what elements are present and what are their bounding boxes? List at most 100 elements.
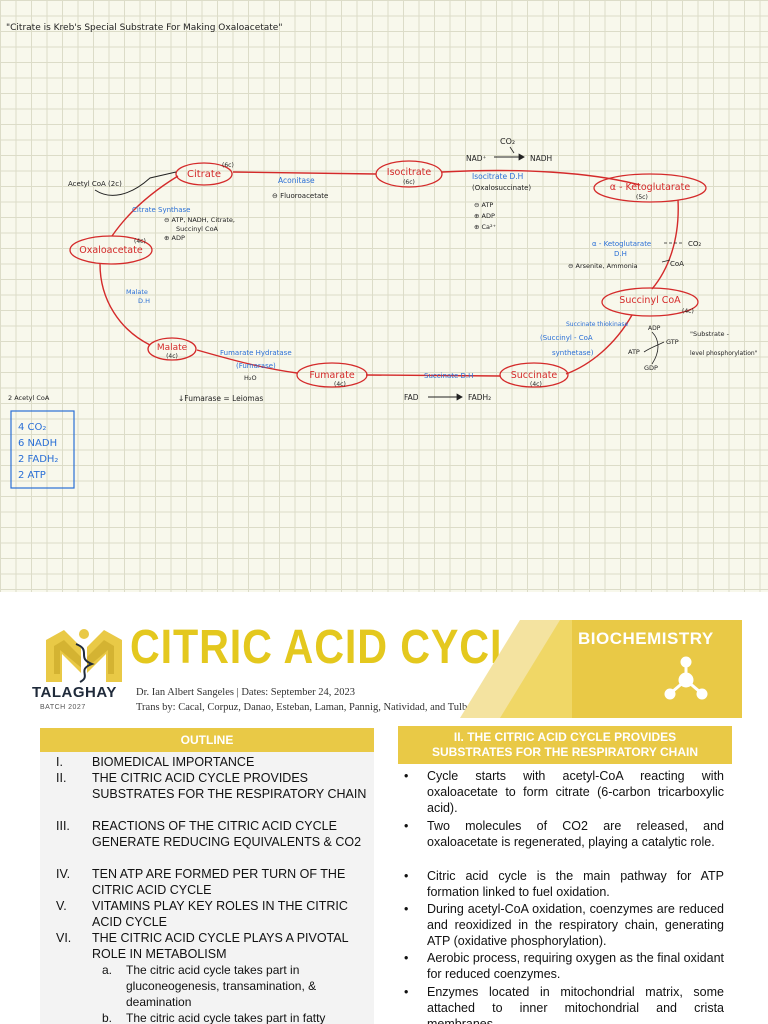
svg-text:(4c): (4c) <box>134 238 146 245</box>
svg-text:Fumarate: Fumarate <box>309 370 354 381</box>
svg-text:CoA: CoA <box>670 260 684 268</box>
svg-text:H₂O: H₂O <box>244 374 257 382</box>
svg-text:GTP: GTP <box>666 338 679 346</box>
node-succinyl-coa: Succinyl CoA (4c) <box>601 287 699 317</box>
svg-text:NADH: NADH <box>530 154 552 163</box>
isocitrate-nad-reaction: CO₂ NAD⁺ NADH <box>466 137 552 163</box>
section-heading: II. THE CITRIC ACID CYCLE PROVIDES SUBST… <box>398 726 732 764</box>
svg-text:(Fumarase): (Fumarase) <box>236 362 276 370</box>
transcript-document: TALAGHAY BATCH 2027 CITRIC ACID CYCLE Dr… <box>0 592 768 1024</box>
fumarate-hydratase-note: Fumarate Hydratase (Fumarase) H₂O ↓Fumar… <box>178 349 292 403</box>
summary-item: 2 ATP <box>18 470 46 481</box>
cycle-ring <box>99 169 679 377</box>
malate-dh-note: Malate D.H <box>126 288 150 305</box>
summary-box: 4 CO₂ 6 NADH 2 FADH₂ 2 ATP <box>10 410 75 489</box>
svg-text:(Oxalosuccinate): (Oxalosuccinate) <box>472 184 531 192</box>
logo-wordmark: TALAGHAY <box>32 684 117 701</box>
svg-text:Succinyl CoA: Succinyl CoA <box>619 295 681 306</box>
svg-text:D.H: D.H <box>614 250 627 258</box>
summary-item: 6 NADH <box>18 438 57 449</box>
bullet-item: •During acetyl-CoA oxidation, coenzymes … <box>404 902 724 948</box>
summary-item: 2 FADH₂ <box>18 454 58 465</box>
bullet-item: •Two molecules of CO2 are released, and … <box>404 819 724 849</box>
summary-item: 4 CO₂ <box>18 422 46 433</box>
handwritten-notes-panel: "Citrate is Kreb's Special Substrate For… <box>0 0 768 592</box>
succinate-thiokinase-note: Succinate thiokinase (Succinyl - CoA syn… <box>540 321 679 372</box>
svg-text:Fumarate Hydratase: Fumarate Hydratase <box>220 349 292 357</box>
svg-text:⊕ ADP: ⊕ ADP <box>164 234 185 242</box>
svg-text:D.H: D.H <box>138 297 150 305</box>
subject-banner <box>460 620 742 718</box>
outline-list: I.BIOMEDICAL IMPORTANCE II.THE CITRIC AC… <box>40 752 374 1024</box>
svg-text:⊖ ATP, NADH, Citrate,: ⊖ ATP, NADH, Citrate, <box>164 216 235 224</box>
page-title: CITRIC ACID CYCLE <box>130 621 545 674</box>
node-fumarate: Fumarate (4c) <box>296 362 368 388</box>
svg-text:⊕ Ca²⁺: ⊕ Ca²⁺ <box>474 223 496 231</box>
svg-text:Aconitase: Aconitase <box>278 176 315 185</box>
svg-text:Succinyl CoA: Succinyl CoA <box>176 225 219 233</box>
acetyl-coa-arrow <box>94 171 177 196</box>
node-succinate: Succinate (4c) <box>499 362 569 388</box>
svg-text:CO₂: CO₂ <box>500 137 515 146</box>
svg-text:⊖ Arsenite, Ammonia: ⊖ Arsenite, Ammonia <box>568 262 638 270</box>
svg-text:Succinate thiokinase: Succinate thiokinase <box>566 321 629 328</box>
svg-text:CO₂: CO₂ <box>688 240 701 248</box>
bullet-item: •Enzymes located in mitochondrial matrix… <box>404 985 724 1024</box>
svg-text:Isocitrate D.H: Isocitrate D.H <box>472 172 523 181</box>
svg-text:(5c): (5c) <box>636 194 648 201</box>
citrate-synthase-note: Citrate Synthase ⊖ ATP, NADH, Citrate, S… <box>132 206 235 242</box>
transcribers: Trans by: Cacal, Corpuz, Danao, Esteban,… <box>136 702 473 713</box>
svg-text:(Succinyl - CoA: (Succinyl - CoA <box>540 334 593 342</box>
svg-text:Malate: Malate <box>126 288 148 296</box>
logo-batch: BATCH 2027 <box>40 704 86 711</box>
svg-text:GDP: GDP <box>644 364 658 372</box>
svg-text:⊕ ADP: ⊕ ADP <box>474 212 495 220</box>
node-alpha-ketoglutarate: α - Ketoglutarate (5c) <box>593 173 707 203</box>
svg-text:(6c): (6c) <box>403 179 415 186</box>
svg-text:Isocitrate: Isocitrate <box>387 167 432 178</box>
svg-text:(6c): (6c) <box>222 162 234 169</box>
alpha-kg-dh-note: α - Ketoglutarate D.H CO₂ ⊖ Arsenite, Am… <box>568 240 701 270</box>
svg-text:FAD: FAD <box>404 393 419 402</box>
node-oxaloacetate: Oxaloacetate (4c) <box>69 235 153 265</box>
mnemonic-quote: "Citrate is Kreb's Special Substrate For… <box>6 23 282 33</box>
svg-text:FADH₂: FADH₂ <box>468 393 491 402</box>
molecule-icon <box>664 656 708 700</box>
svg-text:NAD⁺: NAD⁺ <box>466 154 487 163</box>
svg-text:⊖ ATP: ⊖ ATP <box>474 201 493 209</box>
isocitrate-dh-note: Isocitrate D.H (Oxalosuccinate) ⊖ ATP ⊕ … <box>472 172 531 231</box>
bullet-item: •Aerobic process, requiring oxygen as th… <box>404 951 724 981</box>
svg-text:Succinate: Succinate <box>511 370 558 381</box>
node-malate: Malate (4c) <box>147 337 197 361</box>
svg-text:(4c): (4c) <box>530 381 542 388</box>
svg-text:(4c): (4c) <box>166 353 178 360</box>
svg-text:ADP: ADP <box>648 325 661 332</box>
svg-text:ATP: ATP <box>628 348 640 356</box>
citric-acid-cycle-diagram: "Citrate is Kreb's Special Substrate For… <box>6 23 758 489</box>
svg-text:Citrate Synthase: Citrate Synthase <box>132 206 190 214</box>
bullet-item: •Citric acid cycle is the main pathway f… <box>404 869 724 899</box>
svg-text:α - Ketoglutarate: α - Ketoglutarate <box>610 182 691 193</box>
node-citrate: Citrate (6c) <box>175 162 234 186</box>
svg-text:synthetase): synthetase) <box>552 349 594 357</box>
svg-text:Citrate: Citrate <box>187 169 221 180</box>
svg-text:↓Fumarase = Leiomas: ↓Fumarase = Leiomas <box>178 394 263 403</box>
subject-label: BIOCHEMISTRY <box>578 629 714 648</box>
succinate-dh-note: Succinate D.H FAD FADH₂ <box>404 372 491 402</box>
node-isocitrate: Isocitrate (6c) <box>375 160 443 188</box>
svg-text:Succinate D.H: Succinate D.H <box>424 372 473 380</box>
outline-heading: OUTLINE <box>40 728 374 752</box>
svg-text:(4c): (4c) <box>334 381 346 388</box>
acetyl-coa-input: Acetyl CoA (2c) <box>68 180 122 188</box>
svg-text:"Substrate -: "Substrate - <box>690 330 730 338</box>
bullet-item: •Cycle starts with acetyl-CoA reacting w… <box>404 769 724 815</box>
svg-text:α - Ketoglutarate: α - Ketoglutarate <box>592 240 651 248</box>
substrate-level-phosphorylation-note: "Substrate - level phosphorylation" <box>690 330 758 357</box>
aconitase-note: Aconitase ⊖ Fluoroacetate <box>272 176 328 200</box>
talaghay-logo-icon <box>46 629 122 688</box>
svg-text:Oxaloacetate: Oxaloacetate <box>79 245 143 256</box>
summary-title: 2 Acetyl CoA <box>8 394 50 402</box>
svg-text:Malate: Malate <box>157 343 188 353</box>
svg-text:⊖ Fluoroacetate: ⊖ Fluoroacetate <box>272 192 328 200</box>
svg-text:level phosphorylation": level phosphorylation" <box>690 350 758 357</box>
